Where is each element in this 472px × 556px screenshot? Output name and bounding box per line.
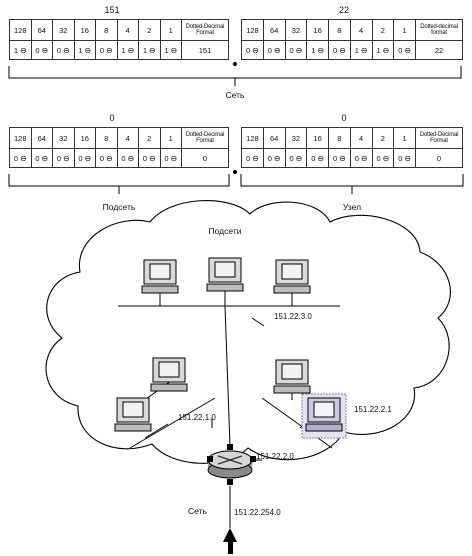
- bit-value: 0⊖: [284, 40, 308, 60]
- octet-table: 128 64 32 16 8 4 2 1 Dotted-Decimal Form…: [9, 19, 229, 60]
- host-address: 151.22.2.1: [354, 405, 392, 414]
- host-brace: [240, 174, 464, 194]
- decimal-value: 151: [181, 40, 229, 60]
- computer-icon: [206, 257, 244, 292]
- bit-value: 0⊖: [73, 148, 96, 168]
- octet-table: 128 64 32 16 8 4 2 1 Dotted-decimal form…: [241, 19, 463, 60]
- decimal-value: 22: [415, 40, 463, 60]
- bit-value: 0⊖: [371, 148, 395, 168]
- bit-value: 0⊖: [52, 40, 75, 60]
- octet-separator-dot: [233, 170, 237, 174]
- bit-value: 0⊖: [349, 148, 373, 168]
- bit-value: 0⊖: [95, 148, 118, 168]
- octet-title: 0: [341, 113, 347, 123]
- left-lan-address: 151.22.1.0: [178, 413, 216, 422]
- bit-value: 1⊖: [73, 40, 96, 60]
- network-brace: [8, 66, 462, 86]
- cloud-title: Подсети: [208, 226, 242, 236]
- computer-icon: [273, 259, 311, 294]
- subnet-brace: [8, 174, 230, 194]
- bit-value: 1⊖: [306, 40, 329, 60]
- decimal-value: 0: [415, 148, 463, 168]
- bit-value: 0⊖: [9, 148, 32, 168]
- octet-table: 128 64 32 16 8 4 2 1 Dotted-Decimal Form…: [9, 127, 229, 168]
- highlighted-host-icon: [301, 393, 347, 439]
- bit-weight: 8: [95, 127, 118, 149]
- format-label: Dotted-Decimal Format: [181, 127, 229, 149]
- octet-table: 128 64 32 16 8 4 2 1 Dotted-Decimal Form…: [241, 127, 463, 168]
- host-label: Узел: [342, 202, 362, 212]
- cloud-outline: [45, 200, 451, 464]
- top-lan: [118, 290, 340, 447]
- bit-value: 0⊖: [262, 148, 286, 168]
- router-icon: [207, 444, 256, 485]
- bit-value: 0⊖: [116, 148, 139, 168]
- computer-icon: [273, 359, 311, 394]
- bit-value: 1⊖: [349, 40, 373, 60]
- up-arrow-icon: [223, 528, 237, 554]
- backbone-network-label: Сеть: [188, 506, 207, 516]
- backbone-address: 151.22.254.0: [234, 508, 281, 517]
- computer-icon: [114, 397, 152, 432]
- bit-value: 0⊖: [393, 148, 416, 168]
- bit-value: 0⊖: [241, 148, 264, 168]
- subnet-label: Подсеть: [102, 202, 136, 212]
- format-label: Dotted-decimal format: [415, 19, 463, 41]
- octet-title: 22: [338, 5, 349, 15]
- format-label: Dotted-Decimal Format: [415, 127, 463, 149]
- decimal-value: 0: [181, 148, 229, 168]
- bit-value: 0⊖: [52, 148, 75, 168]
- computer-icon: [141, 259, 179, 294]
- octet-title: 0: [109, 113, 115, 123]
- bit-value: 0⊖: [393, 40, 416, 60]
- right-lan-address: 151.22.2.0: [256, 452, 294, 461]
- bit-value: 0⊖: [138, 148, 161, 168]
- bit-value: 1⊖: [9, 40, 32, 60]
- octet-separator-dot: [233, 62, 237, 66]
- network-label: Сеть: [225, 90, 245, 100]
- top-lan-address: 151.22.3.0: [274, 312, 312, 321]
- bit-value: 0⊖: [95, 40, 118, 60]
- octet-title: 151: [104, 5, 120, 15]
- computer-icon: [150, 357, 188, 392]
- bit-weight: 16: [73, 19, 96, 41]
